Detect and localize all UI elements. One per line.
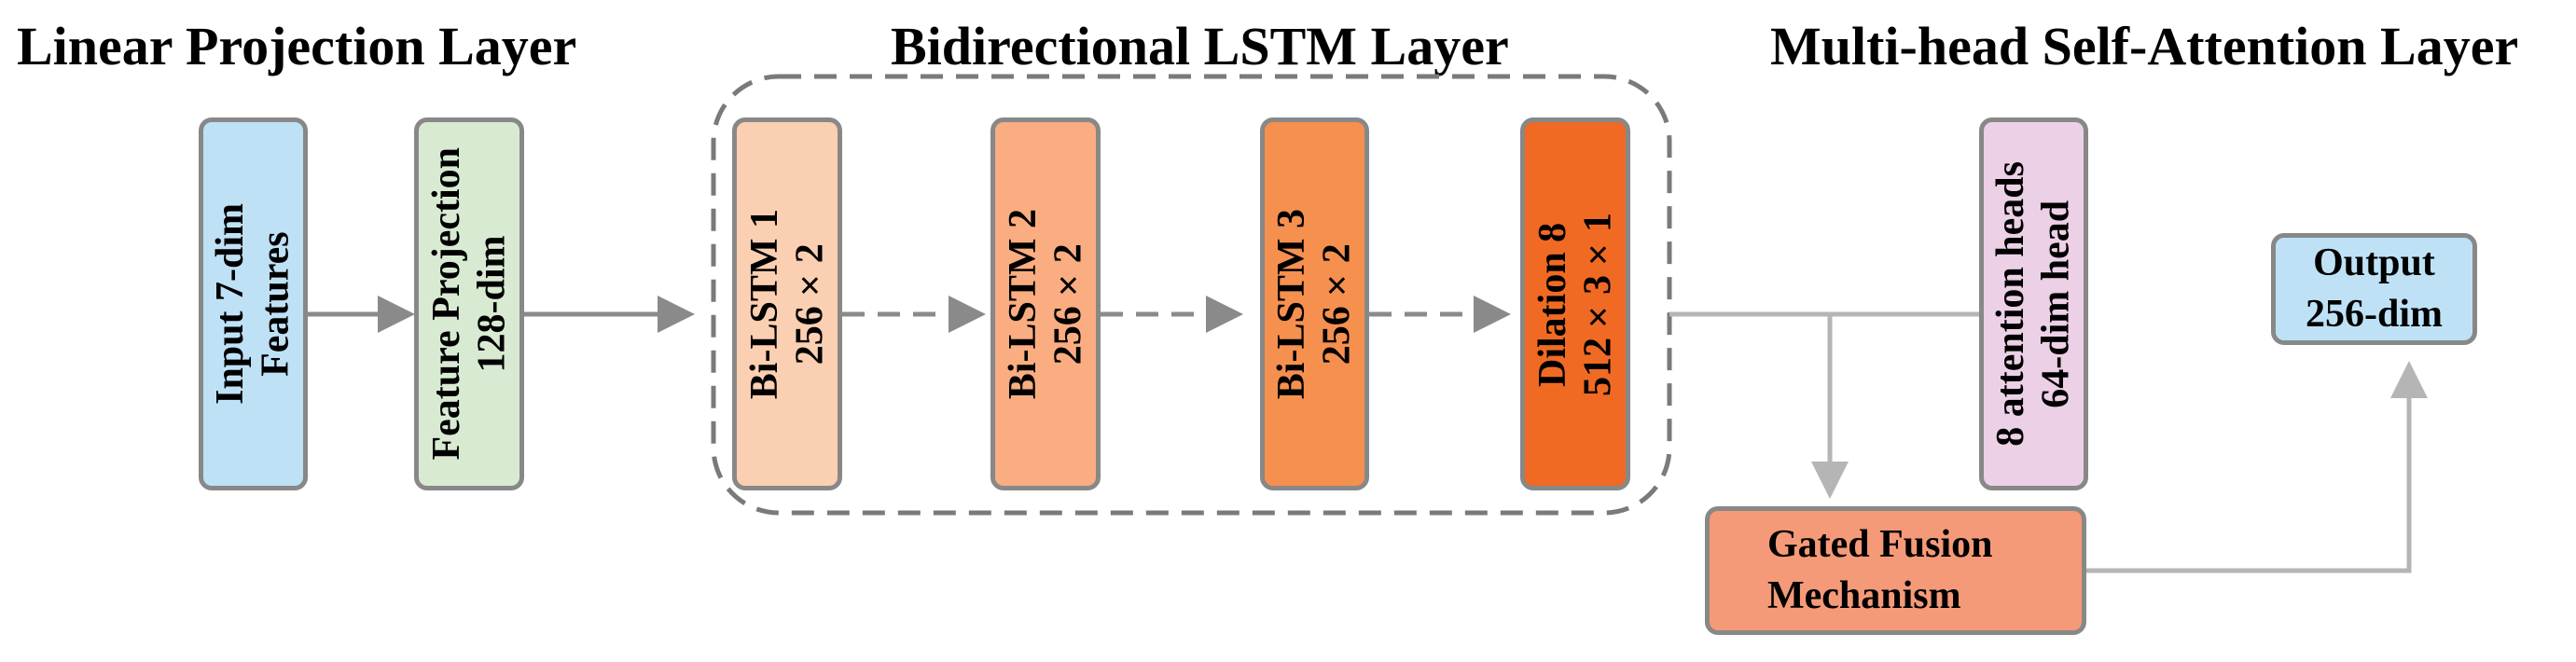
bilstm1-line1: Bi-LSTM 1 [742,208,786,400]
attention-line1: 8 attention heads [1989,161,2033,447]
projection-line1: Feature Projection [424,147,468,461]
output-line2: 256-dim [2306,293,2443,336]
gated-line1: Gated Fusion [1767,523,1993,567]
bilstm3-line2: 256×2 [1315,243,1359,365]
multi-head-self-attention-layer-title: Multi-head Self-Attention Layer [1770,16,2519,76]
bilstm-group-border [711,74,1672,516]
bilstm3-line1: Bi-LSTM 3 [1270,208,1314,400]
bilstm1-line2: 256×2 [788,243,831,365]
projection-line2: 128-dim [470,235,513,373]
output-line1: Output [2313,241,2435,285]
gated-line2: Mechanism [1767,574,1961,617]
dilation-line1: Dilation 8 [1530,221,1574,387]
arrow-gated-fusion-to-output [2086,361,2428,573]
linear-projection-layer-title: Linear Projection Layer [17,16,577,76]
bidirectional-lstm-layer-title: Bidirectional LSTM Layer [891,16,1509,76]
output-box: Output 256-dim [2271,233,2477,345]
bilstm2-line2: 256×2 [1046,243,1089,365]
attention-line2: 64-dim head [2034,200,2078,408]
input-line2: Features [254,231,298,377]
input-line1: Input 7-dim [209,203,253,405]
dilation-line2: 512×3×1 [1576,212,1619,396]
bilstm2-line1: Bi-LSTM 2 [1001,208,1045,400]
